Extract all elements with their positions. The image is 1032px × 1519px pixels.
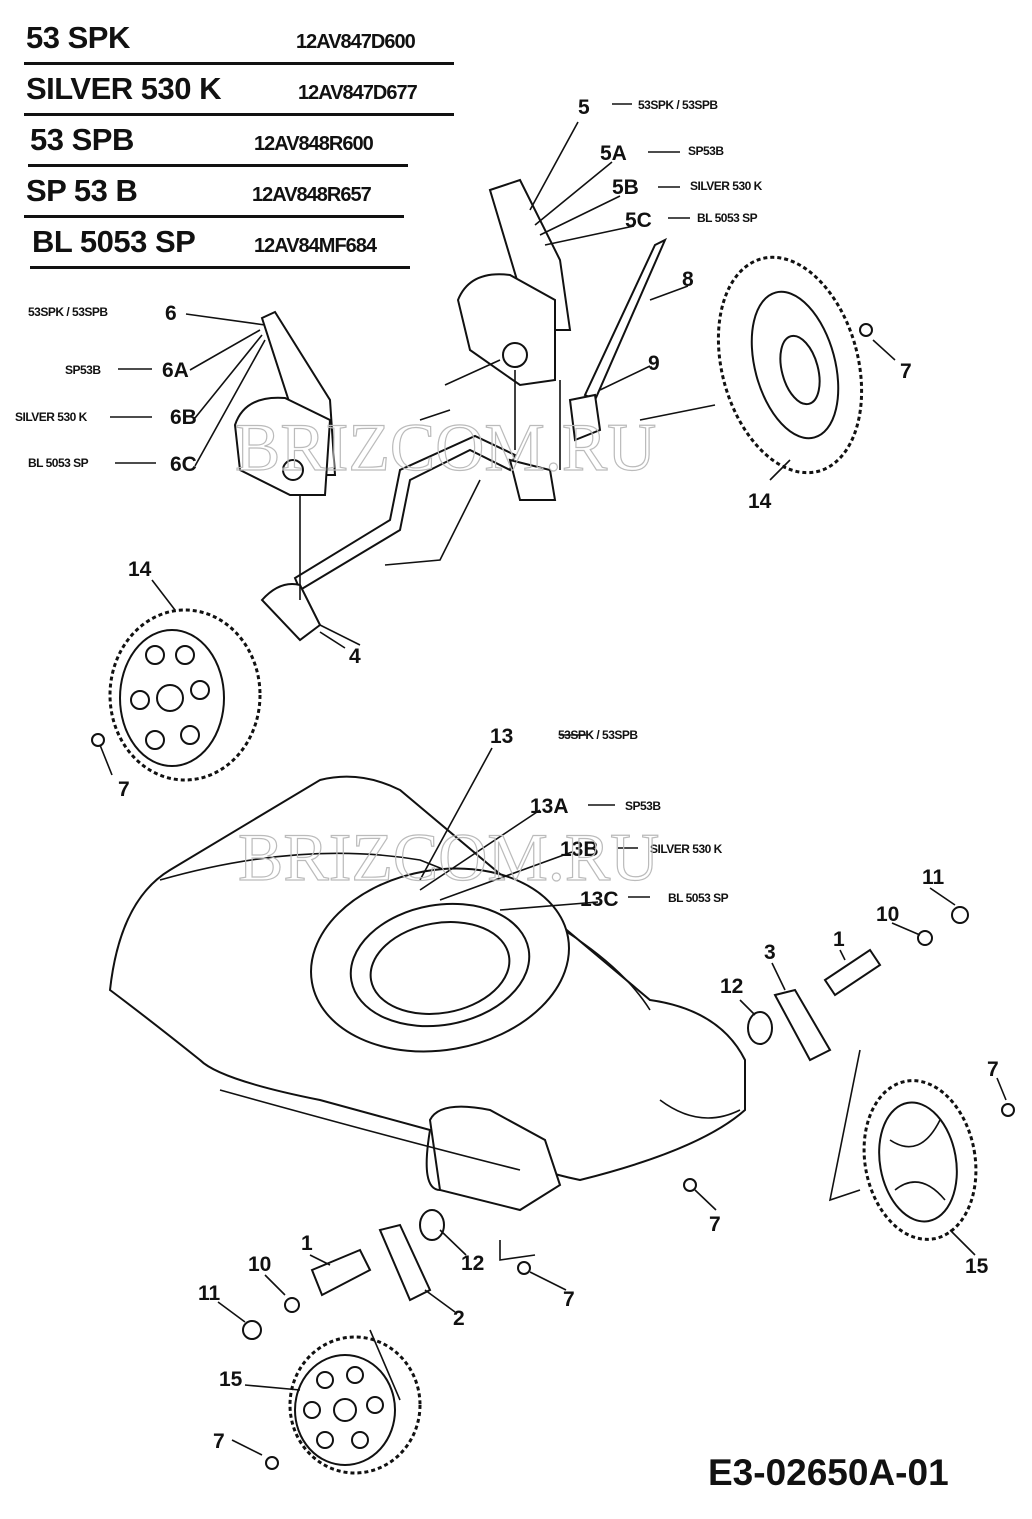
model-code: 12AV84MF684 (254, 235, 377, 257)
callout-5b: 5B (612, 176, 639, 199)
callout-11: 11 (198, 1282, 221, 1305)
callout-7: 7 (563, 1288, 575, 1311)
model-row: SP 53 B 12AV848R657 (24, 167, 404, 218)
callout-13b-note: SILVER 530 K (650, 842, 723, 856)
wheel-15-right (862, 1079, 978, 1241)
callout-15: 15 (965, 1255, 989, 1278)
callout-7: 7 (900, 360, 912, 383)
wheel-14-right (716, 255, 864, 475)
callout-6a: 6A (162, 359, 189, 382)
callout-8: 8 (682, 268, 694, 291)
callout-6c: 6C (170, 453, 197, 476)
callout-6a-note: SP53B (65, 363, 101, 377)
lever-rod (583, 237, 668, 402)
model-row: 53 SPK 12AV847D600 (24, 14, 454, 65)
callout-1: 1 (301, 1232, 313, 1255)
callout-11: 11 (922, 866, 945, 889)
callout-2: 2 (453, 1307, 465, 1330)
callout-6b: 6B (170, 406, 197, 429)
callout-6b-note: SILVER 530 K (15, 410, 88, 424)
model-row: SILVER 530 K 12AV847D677 (24, 65, 454, 116)
callout-6: 6 (165, 302, 177, 325)
callout-12: 12 (461, 1252, 484, 1275)
callout-3: 3 (764, 941, 776, 964)
callout-12: 12 (720, 975, 743, 998)
callout-5a: 5A (600, 142, 627, 165)
model-row: BL 5053 SP 12AV84MF684 (30, 218, 410, 269)
callout-6-note: 53SPK / 53SPB (28, 305, 108, 319)
axle-rod (293, 434, 517, 592)
drawing-code: E3-02650A-01 (708, 1452, 949, 1493)
callout-5c: 5C (625, 209, 652, 232)
callouts: 5 53SPK / 53SPB 5A SP53B 5B SILVER 530 K… (15, 96, 999, 1453)
callout-15: 15 (219, 1368, 243, 1391)
callout-13b: 13B (560, 838, 599, 861)
callout-7: 7 (987, 1058, 999, 1081)
model-name: SP 53 B (26, 173, 138, 208)
callout-5b-note: SILVER 530 K (690, 179, 763, 193)
model-code: 12AV848R600 (254, 133, 374, 155)
callout-13c: 13C (580, 888, 619, 911)
callout-13a-note: SP53B (625, 799, 661, 813)
height-adjuster-right (456, 178, 572, 387)
leader-lines (99, 103, 1007, 1456)
mower-deck (108, 775, 746, 1212)
model-code: 12AV847D677 (298, 82, 418, 104)
callout-10: 10 (248, 1253, 271, 1276)
watermark: BRIZCOM.RU (238, 819, 659, 895)
callout-13-note: 53SPK / 53SPB (558, 728, 638, 742)
model-table: 53 SPK 12AV847D600 SILVER 530 K 12AV847D67… (24, 14, 454, 269)
callout-4: 4 (349, 645, 361, 668)
watermark: BRIZCOM.RU (235, 409, 656, 485)
model-name: 53 SPB (30, 122, 134, 157)
callout-13a: 13A (530, 795, 569, 818)
wheel-14-left (108, 608, 262, 782)
callout-5c-note: BL 5053 SP (697, 211, 758, 225)
callout-13: 13 (490, 725, 513, 748)
callout-7: 7 (709, 1213, 721, 1236)
callout-5: 5 (578, 96, 590, 119)
callout-7: 7 (118, 778, 130, 801)
callout-14: 14 (748, 490, 772, 513)
model-name: SILVER 530 K (26, 71, 222, 106)
callout-1: 1 (833, 928, 845, 951)
callout-5a-note: SP53B (688, 144, 724, 158)
model-code: 12AV847D600 (296, 31, 416, 53)
callout-6c-note: BL 5053 SP (28, 456, 89, 470)
model-name: BL 5053 SP (32, 224, 196, 259)
callout-9: 9 (648, 352, 660, 375)
callout-10: 10 (876, 903, 899, 926)
callout-14: 14 (128, 558, 152, 581)
model-name: 53 SPK (26, 20, 130, 55)
hardware (91, 323, 1015, 1470)
callout-7: 7 (213, 1430, 225, 1453)
callout-5-note: 53SPK / 53SPB (638, 98, 718, 112)
callout-13c-note: BL 5053 SP (668, 891, 729, 905)
model-row: 53 SPB 12AV848R600 (28, 116, 408, 167)
model-code: 12AV848R657 (252, 184, 372, 206)
height-adjuster-left (233, 310, 337, 496)
wheel-15-left (288, 1335, 422, 1475)
